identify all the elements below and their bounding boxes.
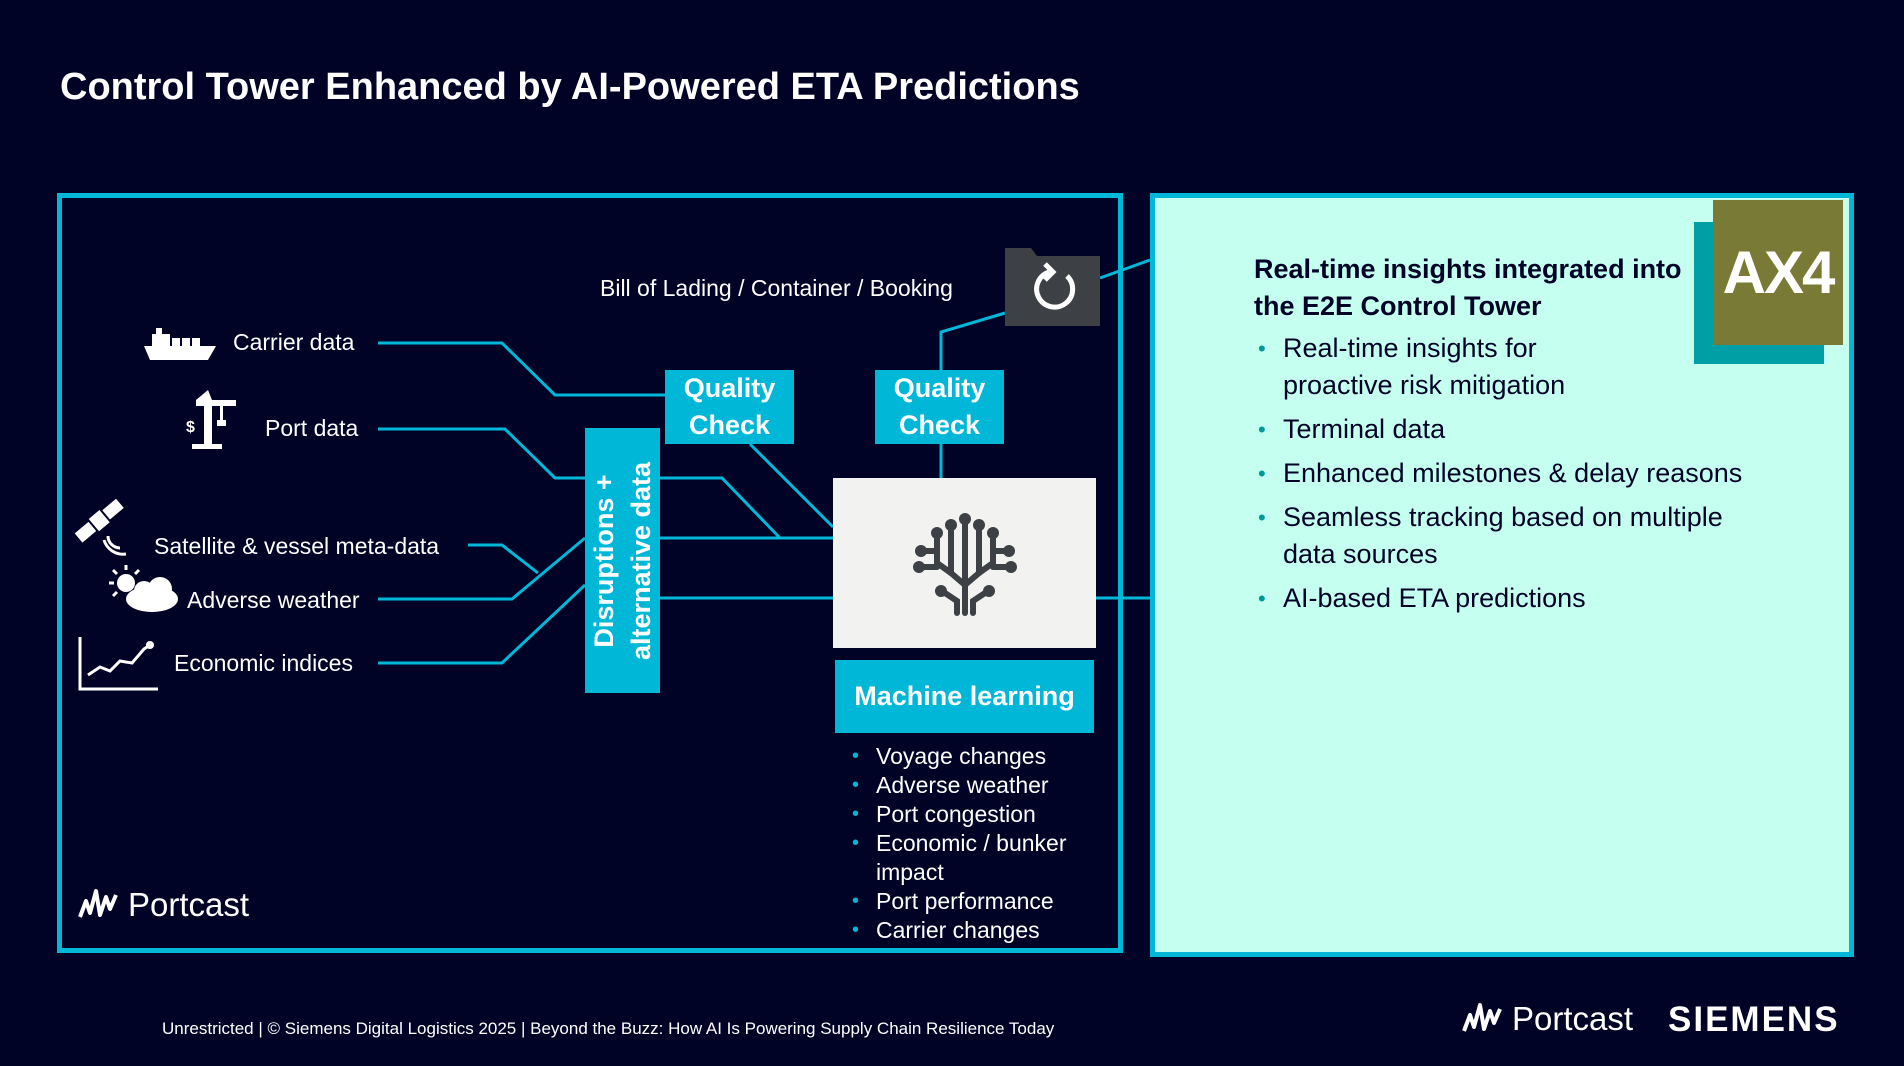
source-label-carrier: Carrier data xyxy=(233,329,355,355)
ax4-logo: AX4 xyxy=(1713,200,1843,345)
weather-icon xyxy=(104,563,184,620)
portcast-logo-icon xyxy=(1462,1003,1502,1032)
data-flow-panel xyxy=(57,193,1123,953)
portcast-footer-wordmark: Portcast xyxy=(1512,1000,1634,1037)
source-label-port: Port data xyxy=(265,415,359,441)
ml-factor-list: Voyage changes Adverse weather Port cong… xyxy=(850,742,1116,945)
ml-factor-item: Economic / bunker impact xyxy=(850,829,1116,887)
refresh-folder-icon xyxy=(1005,248,1100,326)
ml-model-box xyxy=(833,478,1096,648)
quality-check-label: Quality Check xyxy=(893,373,986,440)
quality-check-box-left: Quality Check xyxy=(665,370,794,444)
footer-text: Unrestricted | © Siemens Digital Logisti… xyxy=(162,1019,1055,1038)
portcast-footer-logo: Portcast xyxy=(1462,1000,1633,1038)
portcast-panel-logo: Portcast xyxy=(78,886,249,924)
portcast-logo-icon xyxy=(78,889,118,918)
ml-factor-item: Voyage changes xyxy=(850,742,1116,771)
ai-brain-icon xyxy=(913,513,1017,616)
ml-factor-item: Port congestion xyxy=(850,800,1116,829)
machine-learning-label: Machine learning xyxy=(835,660,1094,733)
ml-factor-item: Port performance xyxy=(850,887,1116,916)
siemens-logo: SIEMENS xyxy=(1668,1000,1840,1039)
disruptions-label-line2: alternative data xyxy=(625,461,656,660)
insight-item: Real-time insights for proactive risk mi… xyxy=(1258,330,1603,404)
insights-list: Real-time insights for proactive risk mi… xyxy=(1258,330,1803,624)
port-crane-icon: $ xyxy=(186,390,240,455)
line-chart-icon xyxy=(78,637,160,697)
insight-item: Enhanced milestones & delay reasons xyxy=(1258,455,1803,492)
source-label-satellite: Satellite & vessel meta-data xyxy=(154,533,440,559)
insight-item: AI-based ETA predictions xyxy=(1258,580,1803,617)
slide-title: Control Tower Enhanced by AI-Powered ETA… xyxy=(60,66,1080,108)
bill-of-lading-label: Bill of Lading / Container / Booking xyxy=(600,275,953,301)
quality-check-box-right: Quality Check xyxy=(875,370,1004,444)
quality-check-label: Quality Check xyxy=(683,373,776,440)
portcast-panel-wordmark: Portcast xyxy=(128,886,250,923)
ship-icon xyxy=(142,328,218,367)
insights-heading: Real-time insights integrated into the E… xyxy=(1254,254,1682,321)
source-label-weather: Adverse weather xyxy=(187,587,360,613)
disruptions-label-line1: Disruptions + xyxy=(588,473,619,648)
insight-item: Terminal data xyxy=(1258,411,1803,448)
source-label-economic: Economic indices xyxy=(174,650,353,676)
satellite-icon xyxy=(70,490,140,561)
ml-factor-item: Carrier changes xyxy=(850,916,1116,945)
ml-factor-item: Adverse weather xyxy=(850,771,1116,800)
insight-item: Seamless tracking based on multiple data… xyxy=(1258,499,1763,573)
disruptions-bar: Disruptions + alternative data xyxy=(585,428,660,693)
svg-text:$: $ xyxy=(186,419,195,436)
